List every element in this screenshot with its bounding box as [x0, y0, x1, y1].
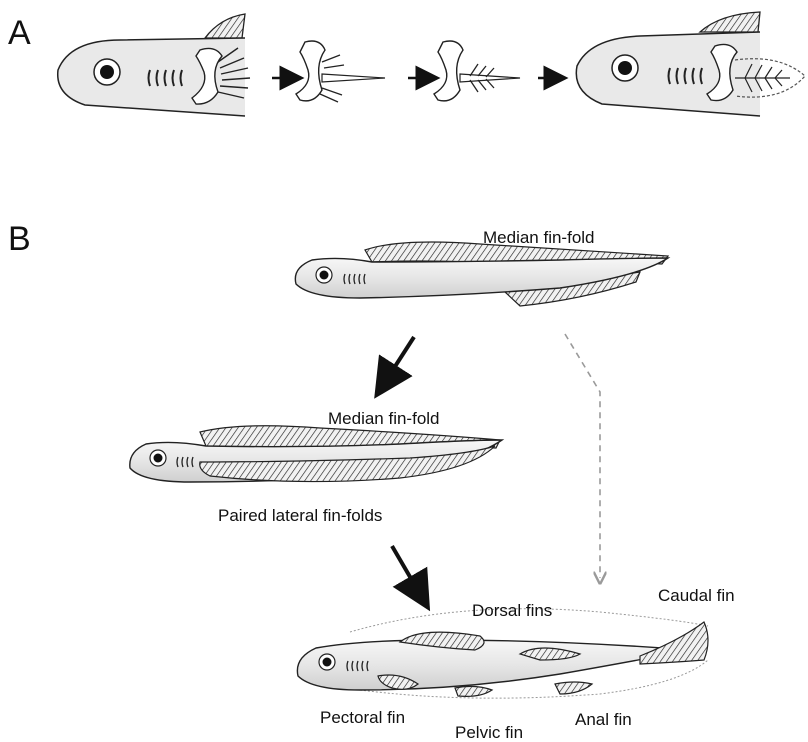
arrow-dashed [565, 334, 600, 578]
eye-pupil [618, 61, 632, 75]
pelvic-fin [455, 686, 492, 696]
panel-a-fish-head-2 [576, 12, 805, 116]
label-caudal-fin: Caudal fin [658, 586, 735, 605]
label-median-fin-fold-2: Median fin-fold [328, 409, 440, 428]
label-paired-lateral-fin-folds: Paired lateral fin-folds [218, 506, 382, 525]
anal-fin [555, 682, 592, 694]
dorsal-fin-ray-tuft [205, 14, 245, 38]
head-body [58, 38, 245, 116]
fish-paired-lateral-fin-folds [130, 426, 502, 482]
fish-body [295, 258, 668, 298]
eye-pupil [320, 271, 329, 280]
fish-discrete-fins [297, 609, 708, 698]
label-median-fin-fold-1: Median fin-fold [483, 228, 595, 247]
fish-median-fin-fold [295, 242, 668, 306]
panel-a-girdle-stage-2 [296, 41, 385, 102]
fish-body [297, 640, 690, 690]
panel-a-fish-head-1 [58, 14, 250, 116]
label-dorsal-fins: Dorsal fins [472, 601, 552, 620]
dorsal-fin-ray-tuft [700, 12, 760, 32]
label-anal-fin: Anal fin [575, 710, 632, 729]
arrow-b2 [392, 546, 420, 594]
eye-pupil [323, 658, 332, 667]
arrow-b1 [385, 337, 414, 382]
eye-pupil [100, 65, 114, 79]
panel-a-girdle-stage-3 [434, 41, 520, 101]
label-pectoral-fin: Pectoral fin [320, 708, 405, 727]
caudal-fin [640, 622, 708, 664]
label-pelvic-fin: Pelvic fin [455, 723, 523, 742]
eye-pupil [154, 454, 163, 463]
panel-a-letter: A [8, 14, 31, 52]
panel-b-letter: B [8, 220, 31, 258]
